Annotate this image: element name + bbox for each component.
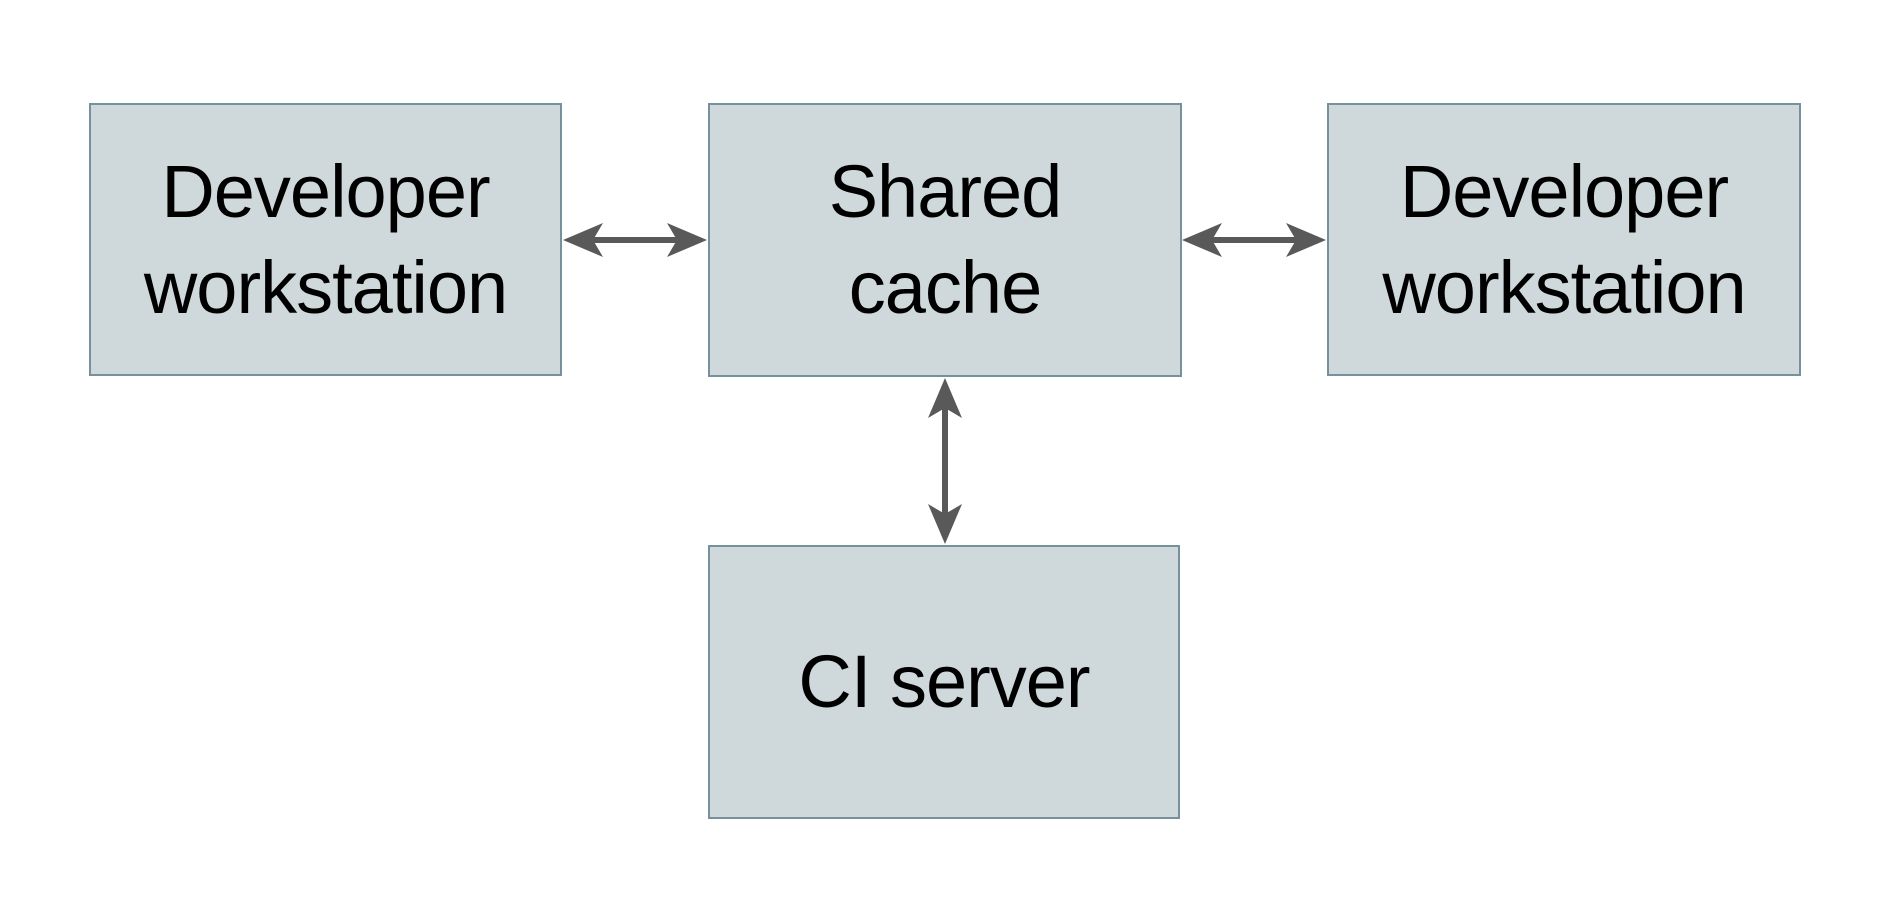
bidirectional-arrow-left-workstation-to-cache <box>563 223 707 257</box>
arrowhead-down-icon <box>928 504 962 544</box>
bidirectional-arrow-cache-to-ci-server <box>928 378 962 544</box>
arrowhead-left-icon <box>563 223 603 257</box>
node-ci-server: CI server <box>708 545 1180 819</box>
node-shared-cache: Shared cache <box>708 103 1182 377</box>
arrowhead-right-icon <box>667 223 707 257</box>
arrowhead-right-icon <box>1286 223 1326 257</box>
bidirectional-arrow-cache-to-right-workstation <box>1182 223 1326 257</box>
arrowhead-up-icon <box>928 378 962 418</box>
node-developer-workstation-right: Developer workstation <box>1327 103 1801 376</box>
node-developer-workstation-left: Developer workstation <box>89 103 562 376</box>
arrowhead-left-icon <box>1182 223 1222 257</box>
